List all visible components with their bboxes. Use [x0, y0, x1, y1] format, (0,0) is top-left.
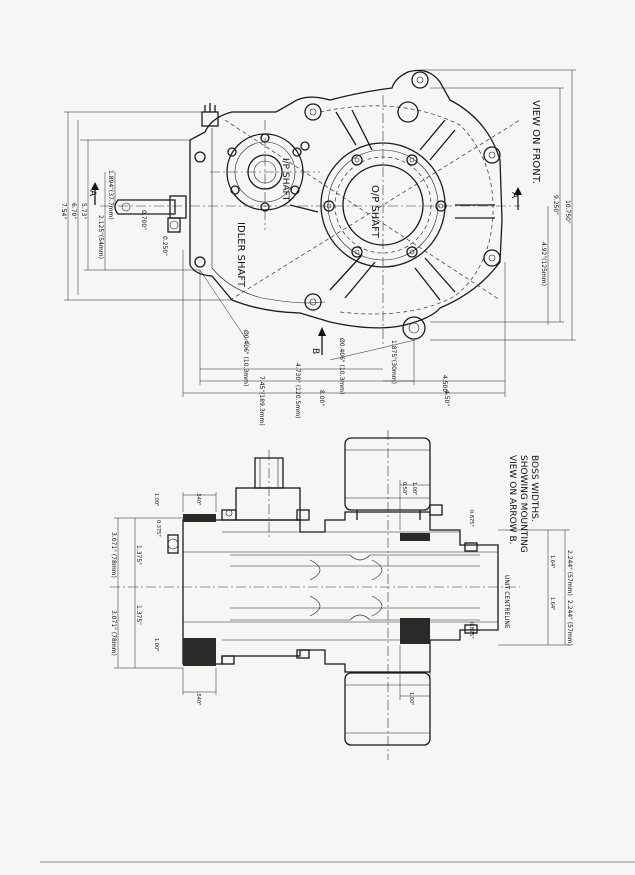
arrow-b-view: VIEW ON ARROW B. SHOWING MOUNTING BOSS W…	[110, 430, 573, 760]
dim-bottom-7: 4.50"	[443, 390, 450, 406]
dim-right-1: 9.250"	[552, 195, 559, 215]
dim-bottom-2: 8.00"	[318, 390, 325, 406]
b-dim-right-5: 0.875"	[468, 622, 474, 639]
dim-bottom-4: 1.875"(30mm)	[390, 340, 397, 384]
b-view-title-1: VIEW ON ARROW B.	[507, 455, 517, 544]
b-dim-left-4: 1.00"	[153, 493, 159, 506]
front-dims-bottom-lines	[182, 250, 506, 397]
arrow-b	[318, 327, 326, 355]
dim-bottom-6: Ø0.406" (10.3mm)	[338, 338, 345, 394]
arrow-a-top	[91, 182, 99, 205]
b-dim-top-0: .540"	[195, 492, 201, 505]
arrow-b-label: B	[310, 348, 320, 354]
cover-flange	[319, 105, 494, 315]
dim-left-2: 5.73"	[80, 203, 87, 219]
bottom-drum	[344, 672, 431, 746]
b-view-title-2: SHOWING MOUNTING	[518, 455, 528, 553]
dim-bottom-3: 4.500"	[441, 375, 448, 395]
b-dim-left-0: 3.071" (78mm)	[110, 532, 117, 578]
front-dims-right-lines	[420, 69, 576, 341]
b-dim-right-2: 1.64"	[549, 555, 555, 568]
input-shaft-label: I/P SHAFT	[280, 158, 290, 202]
dim-left-6: 0.250"	[161, 236, 168, 256]
front-view-title: VIEW ON FRONT.	[530, 100, 541, 184]
perimeter-bosses	[194, 71, 501, 340]
boss-bottom-left	[183, 638, 216, 666]
b-view-title-3: BOSS WIDTHS.	[529, 455, 539, 522]
b-dim-bottom-0: .540"	[195, 692, 201, 705]
b-dim-left-3: 1.375"	[135, 605, 142, 625]
arrow-a-top-label: A	[87, 190, 97, 197]
left-bolt-assembly	[167, 504, 478, 665]
arrow-a-right	[514, 187, 522, 210]
input-shaft-assembly	[221, 457, 310, 521]
b-dim-right-3: 1.64"	[549, 597, 555, 610]
boss-bottom-right	[400, 618, 430, 644]
unit-centreline-label: UNIT CENTRELINE	[503, 575, 510, 629]
housing-outline	[189, 69, 503, 329]
body-outline	[182, 511, 499, 673]
arrow-a-right-label: A	[509, 192, 519, 199]
input-bolt-holes	[227, 133, 302, 212]
dim-right-0: 10.750"	[564, 200, 571, 224]
top-drum	[344, 437, 431, 520]
b-dim-left-2: 1.375"	[135, 545, 142, 565]
dim-bottom-1: 7.45"(189.3mm)	[258, 376, 265, 426]
input-connector	[201, 103, 219, 127]
dim-right-2: 4.92"(125mm)	[540, 242, 547, 286]
body-inner-lines	[183, 531, 498, 641]
dim-bottom-0: 4.730" (120.5mm)	[294, 363, 301, 418]
front-view: VIEW ON FRONT. I/P SHAFT O/P SHAFT IDLER…	[60, 69, 576, 426]
boss-top-left	[183, 514, 216, 522]
b-dim-left-5: 1.00"	[153, 638, 159, 651]
front-dims-left-lines	[64, 111, 232, 301]
b-dim-right-0: 2.244" (57mm)	[566, 550, 573, 596]
idler-shaft-label: IDLER SHAFT	[235, 222, 246, 288]
output-bolt-holes	[323, 154, 447, 258]
dim-left-4: 1.894"(37.7mm)	[107, 170, 114, 220]
front-centre-lines	[100, 95, 521, 345]
dim-bottom-5: Ø0.406" (10.3mm)	[242, 330, 249, 386]
left-shaft-stub	[114, 195, 187, 233]
b-dim-right-1: 2.244" (57mm)	[566, 600, 573, 646]
b-dim-left-1: 3.071" (78mm)	[110, 610, 117, 656]
dim-left-0: 7.54"	[60, 203, 67, 219]
b-view-dim-lines	[114, 480, 570, 700]
dim-left-3: 2.125"(54mm)	[97, 215, 104, 259]
b-dim-top-1: 0.375"	[155, 520, 161, 537]
boss-top-right	[400, 533, 430, 541]
dim-left-5: 0.700"	[140, 210, 147, 230]
dim-left-1: 6.70"	[70, 203, 77, 219]
b-dim-right-4: 0.875"	[468, 510, 474, 527]
output-shaft-label: O/P SHAFT	[369, 185, 380, 239]
b-dim-top-2: 0.50"	[401, 482, 407, 495]
b-dim-top-3: 1.00"	[411, 482, 417, 495]
b-dim-bottom-1: 1.00"	[408, 692, 414, 705]
idler-housing	[211, 128, 326, 304]
b-view-centre-lines	[110, 430, 520, 760]
